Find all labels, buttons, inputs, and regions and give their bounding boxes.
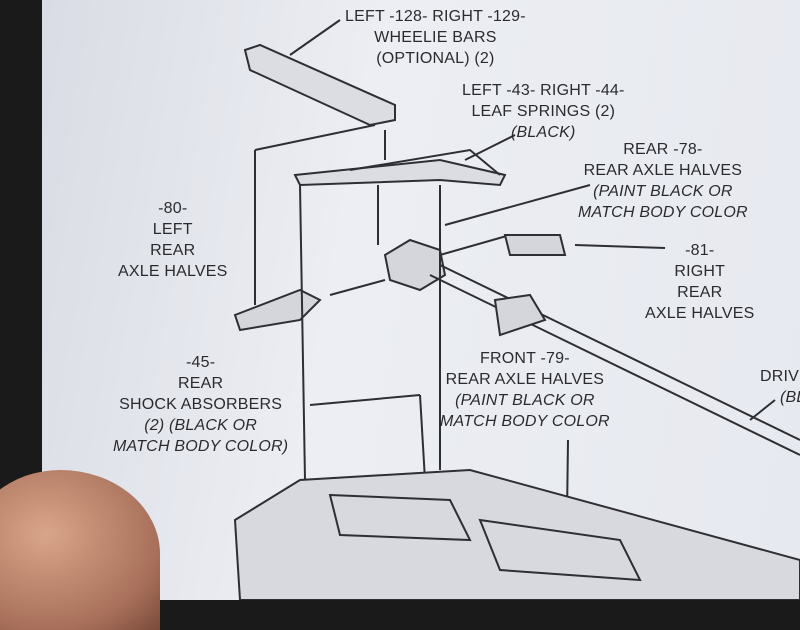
label-line: REAR AXLE HALVES	[445, 371, 605, 388]
label-line: (PAINT BLACK OR	[593, 183, 733, 200]
front-axle-79-label: FRONT -79- REAR AXLE HALVES (PAINT BLACK…	[440, 348, 610, 432]
label-line: (OPTIONAL) (2)	[376, 50, 495, 67]
label-line: LEFT	[152, 221, 193, 238]
label-line: REAR -78-	[623, 141, 703, 158]
label-line: WHEELIE BARS	[374, 29, 497, 46]
leaf-springs-label: LEFT -43- RIGHT -44- LEAF SPRINGS (2) (B…	[462, 80, 625, 143]
right-axle-81-label: -81- RIGHT REAR AXLE HALVES	[645, 240, 755, 324]
label-line: REAR AXLE HALVES	[583, 162, 743, 179]
drive-label: DRIVE (BL	[760, 366, 800, 408]
label-line: REAR	[178, 375, 224, 392]
label-line: -45-	[186, 354, 216, 371]
label-line: LEAF SPRINGS (2)	[471, 103, 616, 120]
shock-absorbers-label: -45- REAR SHOCK ABSORBERS (2) (BLACK OR …	[113, 352, 288, 457]
label-line: (BLACK)	[511, 124, 576, 141]
label-line: LEFT -128- RIGHT -129-	[345, 8, 526, 25]
left-axle-80-label: -80- LEFT REAR AXLE HALVES	[118, 198, 228, 282]
label-line: MATCH BODY COLOR)	[113, 438, 289, 455]
label-line: (BL	[780, 389, 800, 406]
label-line: -81-	[685, 242, 715, 259]
label-line: LEFT -43- RIGHT -44-	[462, 82, 625, 99]
label-line: FRONT -79-	[480, 350, 570, 367]
label-line: AXLE HALVES	[118, 263, 228, 280]
assembly-diagram	[233, 19, 800, 600]
wheelie-bars-label: LEFT -128- RIGHT -129- WHEELIE BARS (OPT…	[345, 6, 526, 69]
axle-halves	[233, 234, 567, 337]
label-line: SHOCK ABSORBERS	[119, 396, 283, 413]
label-line: -80-	[158, 200, 188, 217]
label-line: MATCH BODY COLOR	[440, 413, 610, 430]
axle-housing	[383, 234, 800, 456]
leader-lines	[254, 130, 776, 591]
label-line: REAR	[677, 284, 723, 301]
chassis	[233, 468, 800, 600]
rear-axle-78-label: REAR -78- REAR AXLE HALVES (PAINT BLACK …	[578, 139, 748, 223]
label-line: (2) (BLACK OR	[144, 417, 258, 434]
label-line: (PAINT BLACK OR	[455, 392, 595, 409]
label-line: REAR	[150, 242, 196, 259]
label-line: AXLE HALVES	[645, 305, 755, 322]
wheelie-bar	[243, 19, 396, 151]
label-line: RIGHT	[674, 263, 726, 280]
leaf-springs	[293, 134, 516, 187]
label-line: DRIVE	[760, 368, 800, 385]
label-line: MATCH BODY COLOR	[578, 204, 748, 221]
